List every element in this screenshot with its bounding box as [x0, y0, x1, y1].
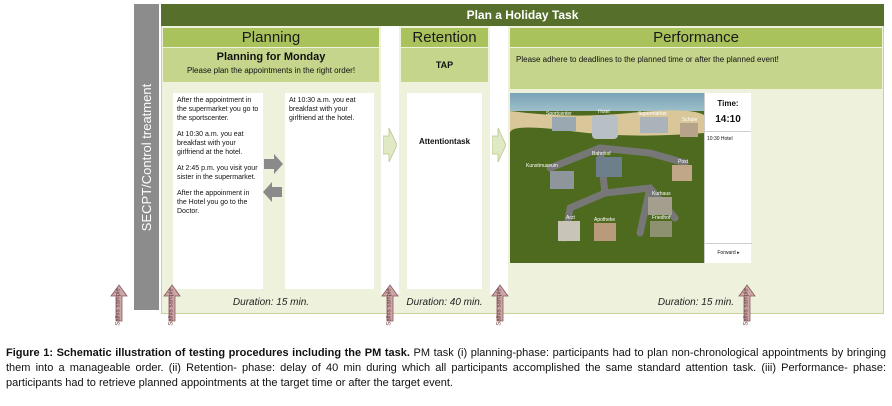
map-label: Kunstmuseum	[526, 163, 558, 169]
map-label: Arzt	[566, 215, 576, 221]
building-friedhof[interactable]	[650, 221, 672, 237]
phase-arrow-icon	[383, 128, 397, 162]
caption-bold: Figure 1: Schematic illustration of test…	[6, 347, 410, 359]
saliva-arrow-icon	[738, 284, 756, 322]
map-label: Post	[678, 159, 689, 165]
task-title: Plan a Holiday Task	[161, 4, 884, 26]
planning-subhead: Planning for Monday Please plan the appo…	[163, 48, 379, 82]
building-hotel[interactable]	[592, 115, 618, 139]
city-map[interactable]: Sportcenter Hotel Supermarket Schule Kun…	[510, 93, 704, 263]
building-supermarket[interactable]	[640, 117, 668, 133]
map-label: Schule	[682, 117, 698, 123]
planning-duration: Duration: 15 min.	[232, 296, 310, 308]
map-label: Sportcenter	[546, 111, 572, 117]
attention-task-label: Attentiontask	[418, 137, 471, 146]
performance-instruction: Please adhere to deadlines to the planne…	[510, 48, 882, 89]
saliva-label: Saliva sample	[387, 288, 394, 326]
appointment-item[interactable]: After the appoinment in the Hotel you go…	[177, 190, 250, 215]
phase-arrow-icon	[492, 128, 506, 162]
building-bahnhof[interactable]	[596, 157, 622, 177]
secpt-label: SECPT/Control treatment	[139, 83, 155, 231]
planning-instruction: Please plan the appointments in the righ…	[186, 66, 356, 75]
map-label: Supermarket	[638, 111, 667, 117]
retention-subtitle: TAP	[401, 48, 488, 82]
appointment-item[interactable]: At 2:45 p.m. you visit your sister in th…	[177, 165, 258, 181]
saliva-label: Saliva sample	[497, 288, 504, 326]
building-apotheke[interactable]	[594, 223, 616, 241]
appointment-item[interactable]: After the appointment in the supermarket…	[177, 97, 259, 122]
performance-side-panel: Time: 14:10 10:30 Hotel Forward ▸	[704, 93, 752, 263]
performance-duration: Duration: 15 min.	[657, 296, 735, 308]
building-kurhaus[interactable]	[648, 197, 672, 215]
retention-duration: Duration: 40 min.	[406, 296, 483, 308]
planning-right-card[interactable]: At 10:30 a.m. you eat breakfast with you…	[285, 93, 374, 289]
performance-title: Performance	[510, 28, 882, 47]
building-sportcenter[interactable]	[552, 117, 576, 131]
building-arzt[interactable]	[558, 221, 580, 241]
saliva-label: Saliva sample	[744, 288, 751, 326]
planning-title: Planning	[163, 28, 379, 47]
planning-left-card[interactable]: After the appointment in the supermarket…	[173, 93, 263, 289]
map-label: Kurhaus	[652, 191, 671, 197]
saliva-arrow-icon	[381, 284, 399, 322]
arrow-left-icon	[263, 182, 282, 202]
move-arrows[interactable]	[262, 153, 284, 203]
saliva-label: Saliva sample	[116, 288, 123, 326]
caption-text: PM task (i) planning-phase: participants…	[6, 347, 886, 389]
saliva-label: Saliva sample	[169, 288, 176, 326]
map-label: Friedhof	[652, 215, 671, 221]
figure-caption: Figure 1: Schematic illustration of test…	[6, 346, 886, 391]
log-entry: 10:30 Hotel	[707, 136, 733, 142]
saliva-arrow-icon	[110, 284, 128, 322]
sea	[510, 93, 704, 111]
saliva-arrow-icon	[163, 284, 181, 322]
building-post[interactable]	[672, 165, 692, 181]
building-kunstmuseum[interactable]	[550, 171, 574, 189]
appointment-item[interactable]: At 10:30 a.m. you eat breakfast with you…	[289, 97, 356, 122]
secpt-bar	[134, 4, 159, 310]
time-value: 14:10	[715, 114, 741, 125]
retention-title: Retention	[401, 28, 488, 47]
time-label: Time:	[717, 99, 739, 108]
forward-button[interactable]: Forward ▸	[705, 243, 752, 261]
attention-task-card: Attentiontask	[407, 93, 482, 289]
planning-subtitle: Planning for Monday	[216, 51, 326, 63]
arrow-right-icon	[264, 154, 283, 174]
roads	[546, 144, 689, 242]
saliva-arrow-icon	[491, 284, 509, 322]
map-label: Hotel	[598, 109, 610, 115]
map-label: Bahnhof	[592, 151, 611, 157]
appointment-item[interactable]: At 10:30 a.m. you eat breakfast with you…	[177, 131, 244, 156]
building-schule[interactable]	[680, 123, 698, 137]
map-label: Apotheke	[594, 217, 615, 223]
